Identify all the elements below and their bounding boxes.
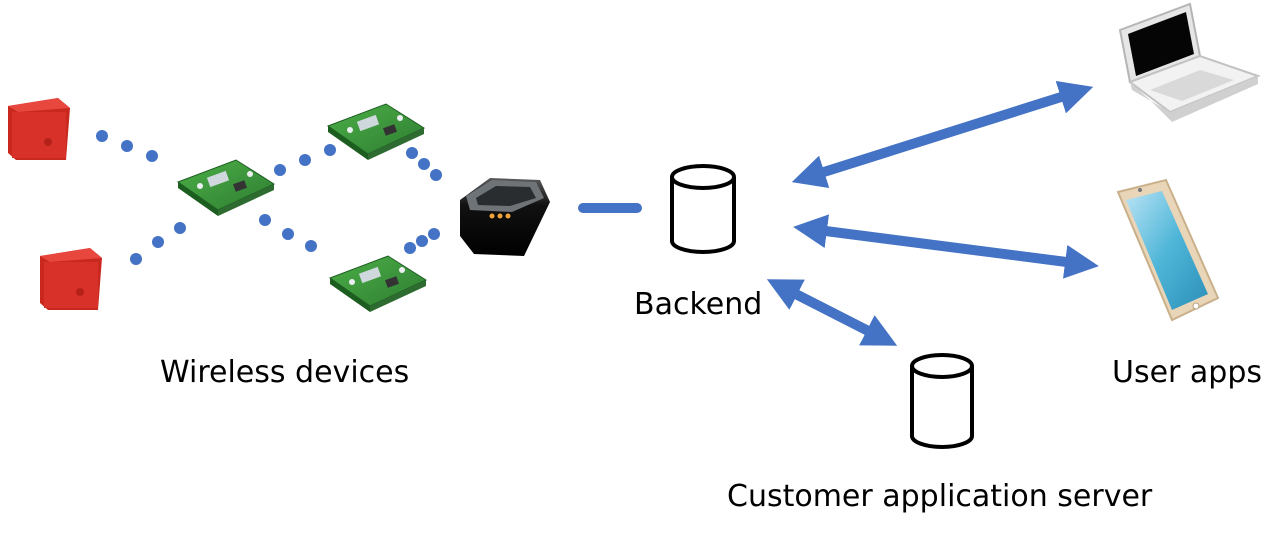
dotted-link-tag1-node1	[96, 130, 158, 162]
arrow-backend-phone	[793, 214, 1099, 279]
laptop-icon	[1118, 2, 1261, 122]
green-circuit-board-icon	[326, 103, 426, 160]
customer-server-label: Customer application server	[727, 479, 1153, 514]
backend-label: Backend	[634, 287, 763, 322]
green-circuit-board-icon	[328, 255, 428, 312]
dotted-link-tag2-node1	[130, 222, 186, 265]
database-cylinder-icon	[670, 164, 736, 254]
red-sensor-tag-icon	[40, 248, 102, 310]
user-apps-label: User apps	[1112, 355, 1263, 390]
green-circuit-board-icon	[176, 159, 276, 216]
red-sensor-tag-icon	[8, 98, 70, 160]
dotted-link-node1-node2	[274, 144, 336, 176]
wireless-devices-label: Wireless devices	[160, 355, 410, 390]
arrow-backend-server	[766, 279, 898, 346]
dotted-link-node3-gateway	[404, 228, 440, 254]
bidirectional-arrows	[766, 80, 1099, 346]
database-cylinder-icon	[910, 353, 974, 449]
black-gateway-icon	[460, 178, 550, 256]
arrow-backend-laptop	[791, 80, 1094, 189]
dotted-link-node2-gateway	[406, 147, 442, 181]
smartphone-icon	[1116, 178, 1220, 322]
mesh-links	[96, 130, 442, 265]
dotted-link-node1-node3	[259, 214, 317, 252]
